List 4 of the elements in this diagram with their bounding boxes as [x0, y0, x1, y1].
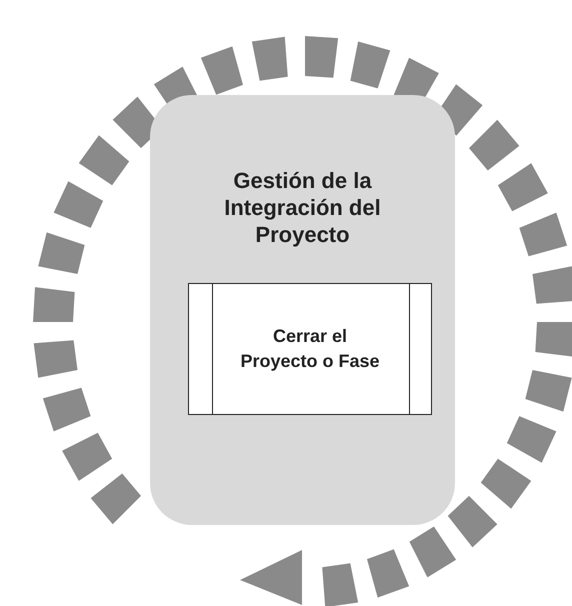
rounded-panel: [150, 95, 455, 525]
process-label: Cerrar el Proyecto o Fase: [239, 325, 381, 373]
process-box: [188, 283, 432, 415]
panel-title: Gestión de la Integración del Proyecto: [223, 167, 382, 248]
